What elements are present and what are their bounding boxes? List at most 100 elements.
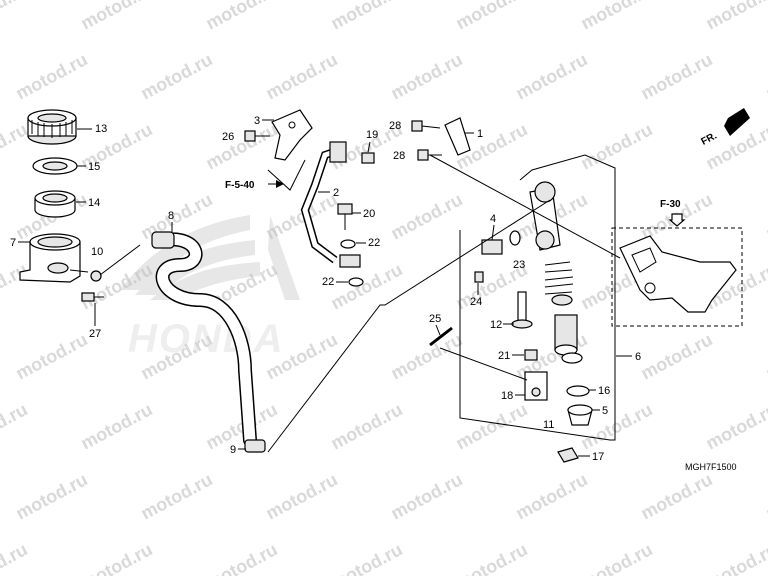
callout-4: 4 [490,213,496,225]
watermark-text: motod.ru [577,119,655,173]
watermark-text: motod.ru [512,49,590,103]
master-cylinder-body [529,181,561,251]
push-rod-12 [511,291,533,329]
watermark-text: motod.ru [387,189,465,243]
watermark-text: motod.ru [262,49,340,103]
sealing-washer-22b [348,277,364,287]
callout-9: 9 [230,444,236,456]
watermark-text: motod.ru [637,49,715,103]
callout-22b: 22 [322,276,334,288]
callout-18: 18 [501,390,513,402]
watermark-text: motod.ru [327,539,405,576]
nut-21 [524,349,538,361]
callout-1: 1 [477,128,483,140]
callout-19: 19 [366,129,378,141]
watermark-text: motod.ru [202,539,280,576]
watermark-text: motod.ru [0,399,31,453]
ref-arrow-f540 [268,180,284,188]
diagram-code: MGH7F1500 [685,462,737,472]
callout-13: 13 [95,123,107,135]
watermark-text: motod.ru [12,469,90,523]
watermark-text: motod.ru [327,259,405,313]
watermark-text: motod.ru [452,0,530,34]
reservoir-tank [19,233,89,283]
callout-25: 25 [429,313,441,325]
clip-17 [557,447,579,463]
watermark-text: motod.ru [762,469,768,523]
callout-24: 24 [470,296,482,308]
watermark-text: motod.ru [512,469,590,523]
callout-11: 11 [543,419,554,431]
watermark-text: motod.ru [137,49,215,103]
reservoir-hose [151,231,257,447]
callout-5: 5 [602,405,608,417]
watermark-text: motod.ru [77,399,155,453]
piston [554,314,583,364]
hose-clip-9 [244,439,266,453]
f30-frame-box [611,227,743,327]
ref-f30: F-30 [660,199,681,210]
watermark-text: motod.ru [702,0,768,34]
circlip-16 [566,385,590,397]
callout-17: 17 [592,451,604,463]
watermark-text: motod.ru [12,329,90,383]
reservoir-joint-4 [481,239,503,255]
callout-2: 2 [333,187,339,199]
watermark-text: motod.ru [0,119,31,173]
push-rod-joint [444,117,471,156]
watermark-text: motod.ru [262,469,340,523]
callout-10: 10 [91,246,103,258]
callout-7: 7 [10,237,16,249]
bolt-19 [361,152,375,164]
watermark-text: motod.ru [327,399,405,453]
assembly-outlines [99,154,621,453]
bolt-20 [337,203,353,230]
hose-bracket [271,109,313,161]
watermark-text: motod.ru [702,399,768,453]
dust-boot-5 [567,404,593,426]
callout-6: 6 [635,351,641,363]
callout-20: 20 [363,208,375,220]
screw-24 [474,271,484,283]
direction-label: FR. [700,130,720,147]
watermark-text: motod.ru [12,49,90,103]
piston-cup [551,294,573,306]
watermark-text: motod.ru [327,0,405,34]
callout-14: 14 [88,197,100,209]
watermark-text: motod.ru [452,539,530,576]
watermark-text: motod.ru [77,0,155,34]
callout-3: 3 [254,115,260,127]
bolt-27 [81,292,104,302]
callout-28b: 28 [393,150,405,162]
watermark-text: motod.ru [0,259,31,313]
watermark-text: motod.ru [387,469,465,523]
ref-f540: F-5-40 [225,180,255,191]
callout-15: 15 [88,161,100,173]
reservoir-cap [27,109,77,145]
callout-labels: 13 15 14 7 10 27 8 9 3 26 F-5-40 19 2 20… [10,115,737,472]
push-rod-joint-18 [524,371,548,401]
watermark-text: motod.ru [0,539,31,576]
honda-logo-text: HONDA [128,317,285,361]
watermark-text: motod.ru [637,469,715,523]
watermark-text: motod.ru [762,329,768,383]
watermark-text: motod.ru [577,539,655,576]
callout-28a: 28 [389,120,401,132]
watermark-text: motod.ru [137,469,215,523]
watermark-text: motod.ru [0,0,31,34]
bolt-26 [244,130,270,142]
watermark-text: motod.ru [702,539,768,576]
callout-16: 16 [598,385,610,397]
watermark-text: motod.ru [202,119,280,173]
callout-12: 12 [490,319,502,331]
sealing-washer-22a [340,239,356,249]
watermark-text: motod.ru [202,0,280,34]
cotter-pin-25 [429,326,453,347]
watermark-text: motod.ru [77,539,155,576]
watermark-text: motod.ru [387,49,465,103]
watermark-text: motod.ru [577,0,655,34]
reservoir-diaphragm [34,190,76,218]
ref-arrow-f30 [668,213,686,227]
callout-23: 23 [513,259,525,271]
